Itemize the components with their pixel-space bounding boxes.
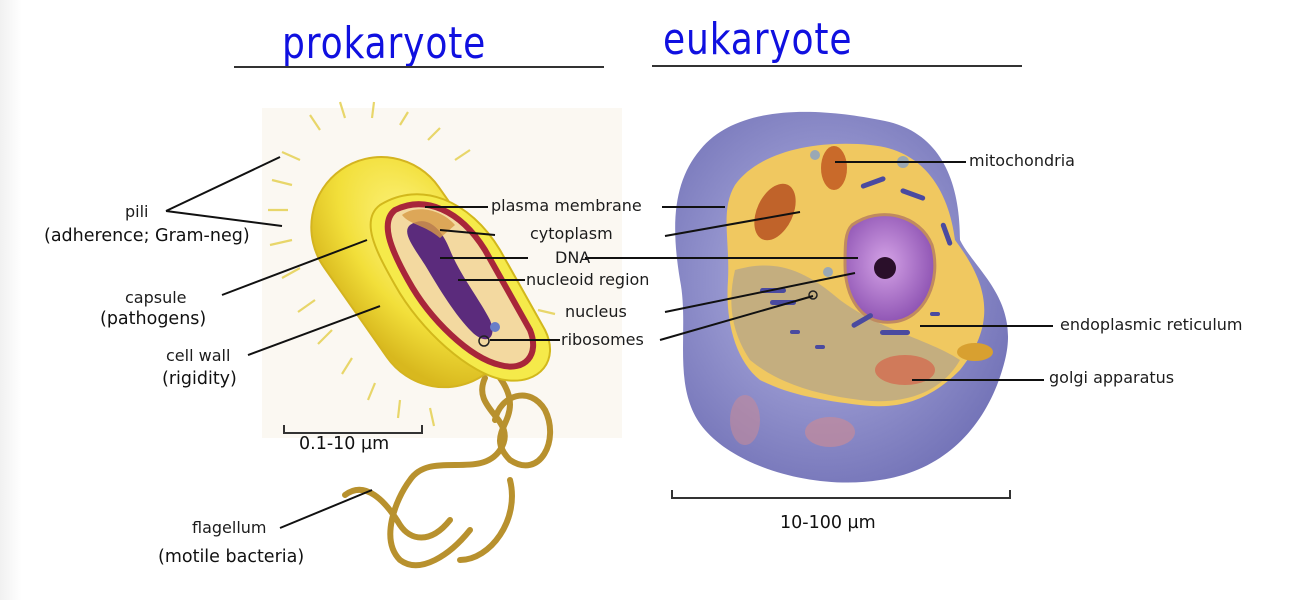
flagellum-label: flagellum xyxy=(192,518,267,537)
prokaryote-scale-label: 0.1-10 µm xyxy=(299,434,390,454)
ribosomes-label: ribosomes xyxy=(561,330,644,349)
eukaryote-scale-bar xyxy=(671,490,1011,499)
cell-wall-label: cell wall xyxy=(166,346,231,365)
golgi-apparatus-label: golgi apparatus xyxy=(1049,368,1175,387)
flagellum-shape xyxy=(342,375,553,569)
eukaryote-scale-label: 10-100 µm xyxy=(780,513,876,533)
page-edge-shadow xyxy=(0,0,22,600)
flagellum-note: (motile bacteria) xyxy=(158,547,305,567)
eukaryote-heading-underline xyxy=(652,65,1022,67)
mitochondria-label: mitochondria xyxy=(969,151,1075,170)
pili-note: (adherence; Gram-neg) xyxy=(44,226,250,246)
capsule-label: capsule xyxy=(125,288,187,307)
cell-wall-note: (rigidity) xyxy=(162,369,237,389)
prokaryote-heading-underline xyxy=(234,66,604,68)
capsule-note: (pathogens) xyxy=(100,309,207,329)
eukaryote-cell xyxy=(675,111,1009,483)
cytoplasm-label: cytoplasm xyxy=(530,224,613,243)
dna-label: DNA xyxy=(555,248,591,267)
pili-shape xyxy=(268,101,556,427)
prokaryote-scale-bar xyxy=(283,425,423,434)
pili-label: pili xyxy=(125,202,149,221)
endoplasmic-reticulum-label: endoplasmic reticulum xyxy=(1060,315,1243,334)
nucleoid-region-label: nucleoid region xyxy=(526,270,650,289)
prokaryote-heading: prokaryote xyxy=(282,18,487,69)
nucleus-label: nucleus xyxy=(565,302,627,321)
prokaryote-cutaway xyxy=(369,193,551,382)
plasma-membrane-label: plasma membrane xyxy=(491,196,642,215)
leader-lines xyxy=(165,156,1053,529)
eukaryote-heading: eukaryote xyxy=(663,14,853,65)
